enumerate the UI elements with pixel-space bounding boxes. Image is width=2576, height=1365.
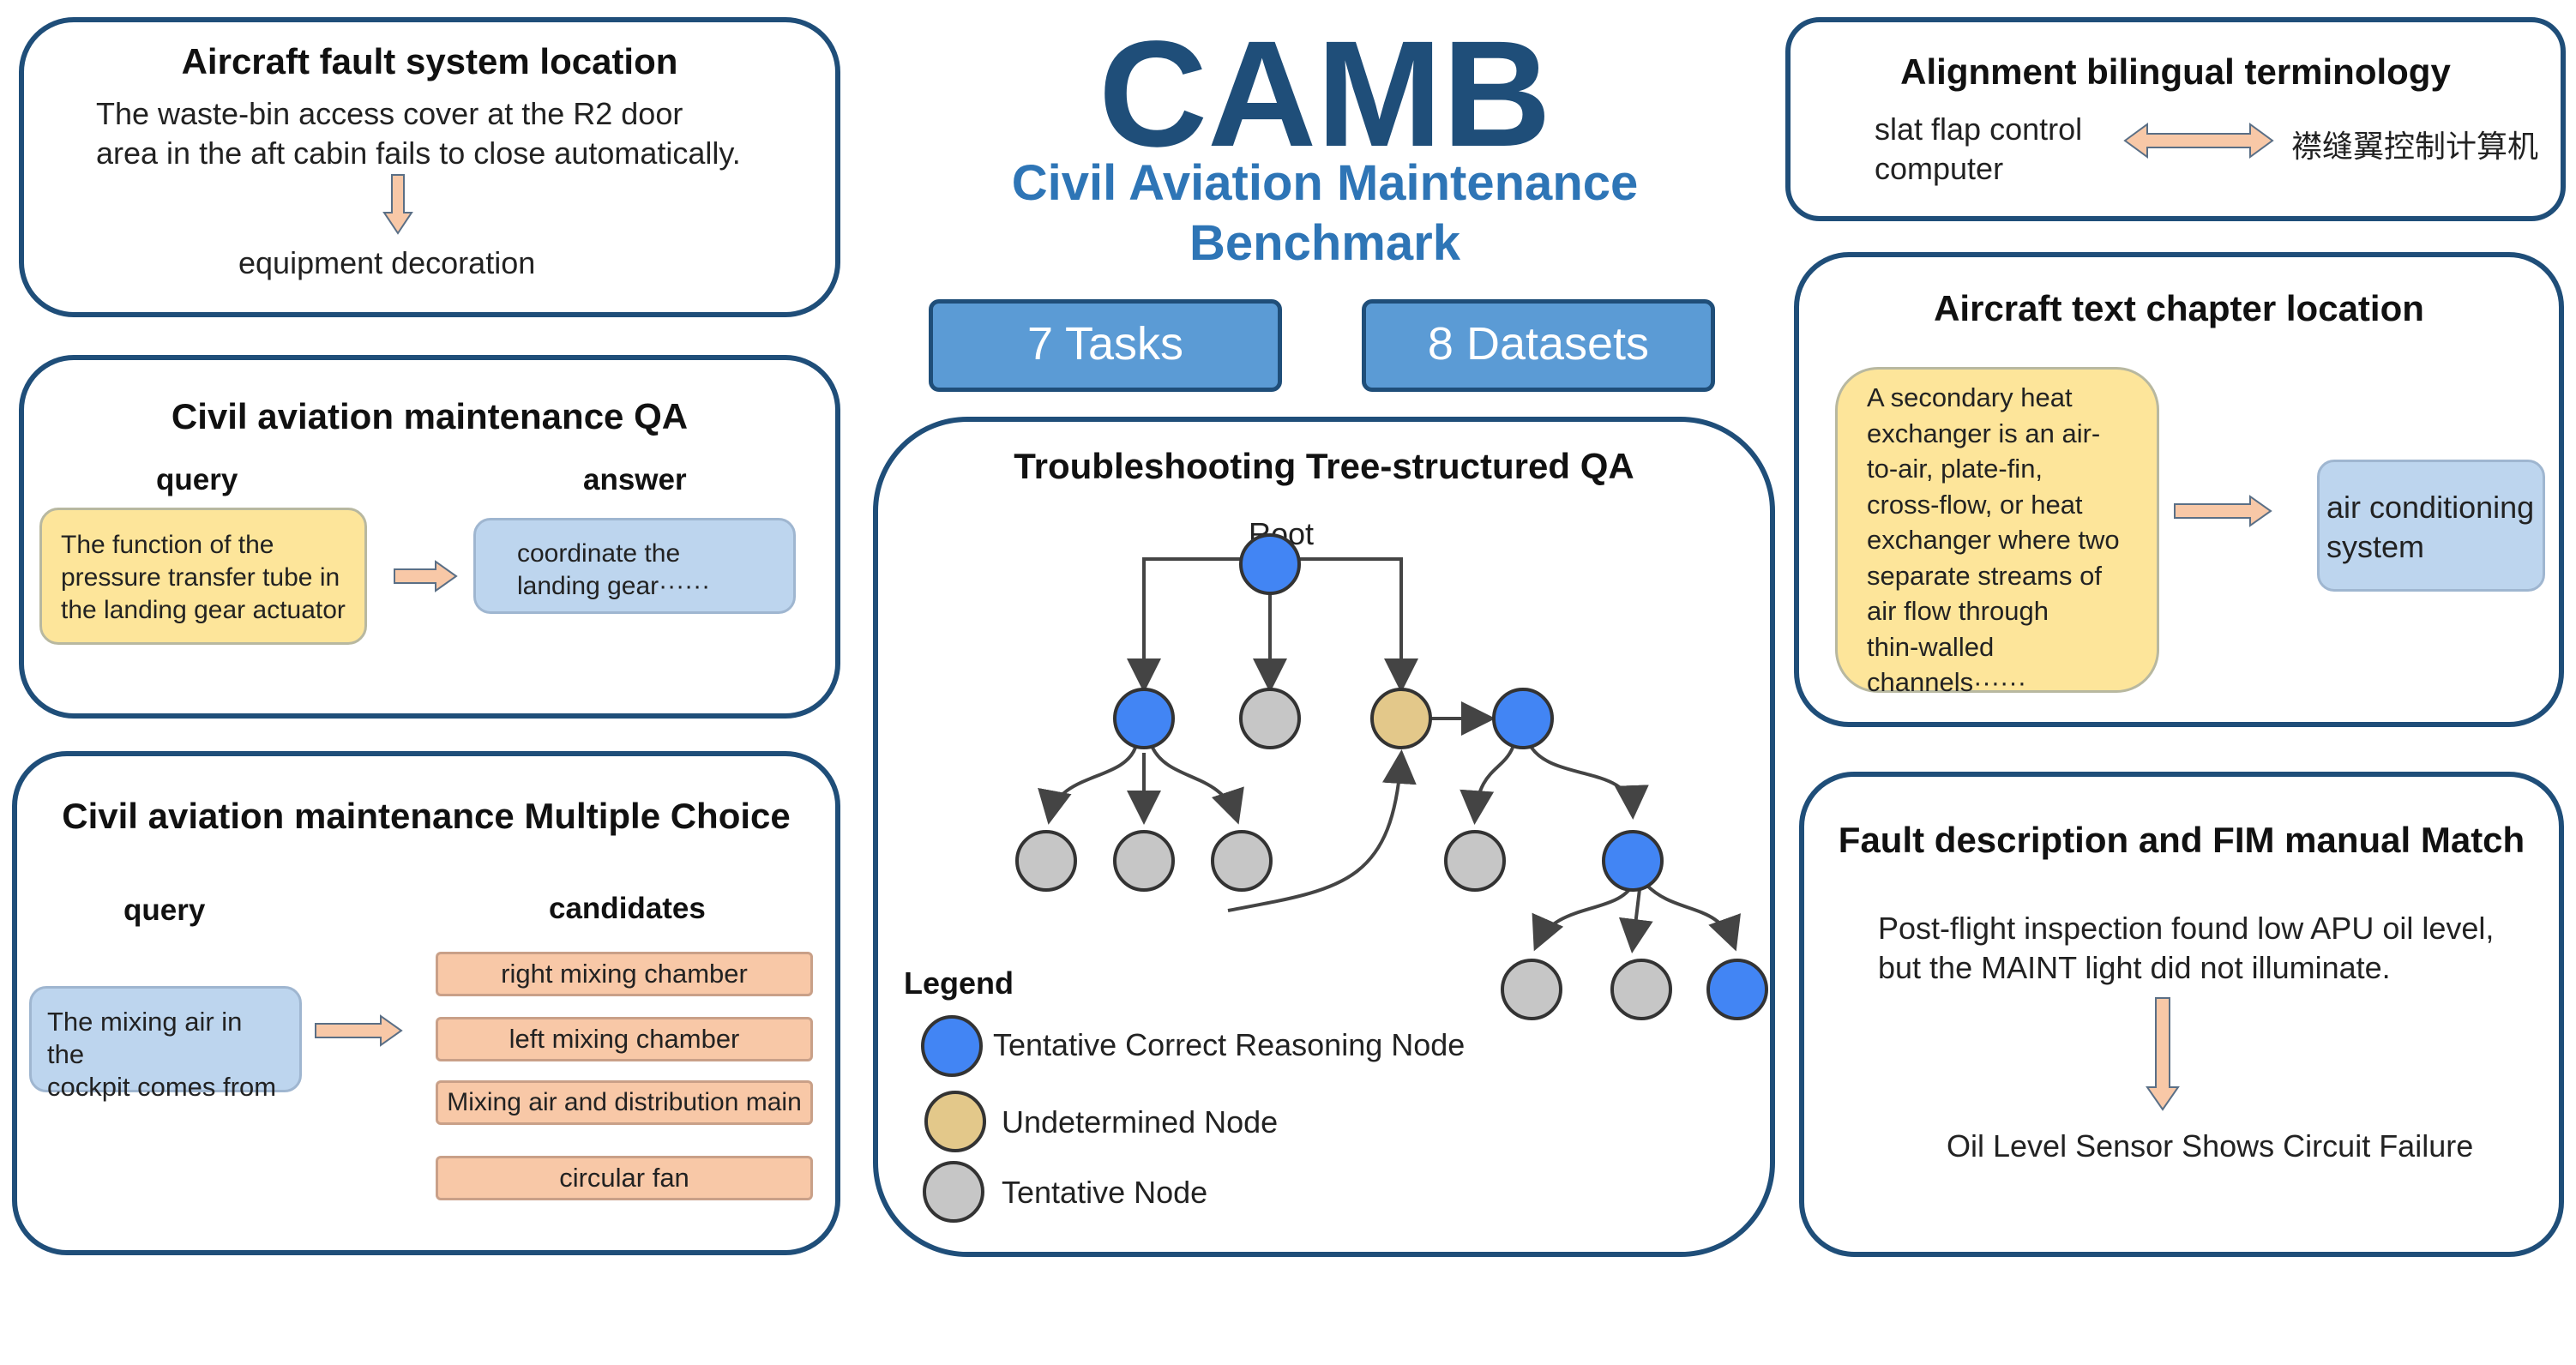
query-box: The function of the pressure transfer tu…: [39, 508, 367, 645]
right-arrow-icon: [2174, 495, 2272, 527]
text-line: exchanger is an air-: [1867, 418, 2101, 448]
fault-system-result: equipment decoration: [238, 245, 536, 280]
tree-edge: [1530, 746, 1649, 820]
panel-title: Troubleshooting Tree-structured QA: [1014, 446, 1634, 486]
candidate-option: left mixing chamber: [436, 1017, 813, 1061]
panel-chapter-location: Aircraft text chapter location A seconda…: [1794, 252, 2564, 727]
tree-node: [1370, 688, 1432, 749]
tree-node: [1239, 688, 1301, 749]
subtitle-line1: Civil Aviation Maintenance: [1011, 155, 1639, 211]
text-line: cross-flow, or heat: [1867, 489, 2083, 520]
query-line: The function of the: [61, 531, 274, 559]
tree-edge: [1645, 883, 1741, 952]
query-line: the landing gear actuator: [61, 596, 346, 624]
result-line: air conditioning: [2326, 490, 2535, 525]
fault-description-line2: but the MAINT light did not illuminate.: [1878, 950, 2391, 985]
tree-node-root: [1239, 533, 1301, 595]
candidate-option: circular fan: [436, 1156, 813, 1200]
query-box: The mixing air in the cockpit comes from: [29, 986, 302, 1102]
tree-edge: [1618, 888, 1653, 953]
tree-edge: [1127, 557, 1266, 693]
tree-node: [1113, 688, 1175, 749]
tree-edge: [1151, 747, 1244, 825]
main-title: CAMB: [1098, 10, 1551, 178]
tree-node: [1602, 830, 1664, 892]
answer-label: answer: [583, 463, 687, 496]
chinese-term: 襟缝翼控制计算机: [2291, 129, 2539, 165]
answer-box: coordinate the landing gear······: [473, 518, 796, 614]
right-arrow-icon: [394, 560, 458, 592]
legend-label-undetermined: Undetermined Node: [1002, 1104, 1279, 1140]
panel-title: Alignment bilingual terminology: [1900, 51, 2451, 92]
english-term-line2: computer: [1875, 151, 2004, 186]
down-arrow-icon: [2146, 997, 2180, 1111]
tree-node: [1706, 959, 1768, 1020]
panel-bilingual-terminology: Alignment bilingual terminology slat fla…: [1785, 17, 2566, 221]
panel-fault-system-location: Aircraft fault system location The waste…: [19, 17, 840, 317]
legend-label-correct: Tentative Correct Reasoning Node: [993, 1027, 1466, 1062]
tree-edge: [1300, 557, 1418, 693]
text-line: to-air, plate-fin,: [1867, 454, 2043, 484]
query-line: The mixing air in the: [47, 1007, 243, 1069]
text-line: channels······: [1867, 667, 2027, 697]
english-term-line1: slat flap control: [1875, 111, 2083, 147]
candidate-option: right mixing chamber: [436, 952, 813, 996]
result-line: system: [2326, 529, 2425, 564]
tree-edge: [1227, 749, 1417, 912]
query-line: cockpit comes from: [47, 1072, 277, 1102]
tree-node: [1211, 830, 1273, 892]
panel-title: Civil aviation maintenance QA: [171, 396, 689, 436]
tree-node: [1015, 830, 1077, 892]
tree-node: [1444, 830, 1506, 892]
tree-node: [1501, 959, 1562, 1020]
legend-swatch-correct: [921, 1015, 983, 1077]
panel-title: Civil aviation maintenance Multiple Choi…: [62, 796, 791, 836]
tree-edge: [1038, 747, 1137, 825]
datasets-badge: 8 Datasets: [1362, 299, 1715, 392]
panel-multiple-choice: Civil aviation maintenance Multiple Choi…: [12, 751, 840, 1255]
tree-edge: [1532, 883, 1634, 952]
candidate-option: Mixing air and distribution main: [436, 1080, 813, 1125]
text-line: thin-walled: [1867, 631, 1995, 662]
tree-node: [1492, 688, 1554, 749]
troubleshooting-tree: [921, 533, 1768, 1223]
legend-swatch-tentative: [923, 1161, 984, 1223]
panel-tree-qa: Troubleshooting Tree-structured QA Root: [873, 417, 1775, 1257]
legend-label-tentative: Tentative Node: [1002, 1175, 1208, 1210]
subtitle-line2: Benchmark: [1189, 215, 1460, 271]
text-line: A secondary heat: [1867, 382, 2073, 412]
tasks-badge: 7 Tasks: [929, 299, 1282, 392]
query-label: query: [123, 893, 206, 927]
panel-title: Fault description and FIM manual Match: [1838, 820, 2525, 860]
fault-description-line2: area in the aft cabin fails to close aut…: [96, 135, 741, 171]
text-line: separate streams of: [1867, 560, 2102, 591]
fim-result: Oil Level Sensor Shows Circuit Failure: [1947, 1128, 2474, 1164]
panel-title: Aircraft fault system location: [181, 41, 678, 81]
query-label: query: [156, 463, 238, 496]
answer-line: landing gear······: [517, 572, 711, 600]
candidates-label: candidates: [549, 892, 706, 925]
text-line: exchanger where two: [1867, 525, 2120, 555]
text-line: air flow through: [1867, 596, 2049, 626]
answer-line: coordinate the: [517, 539, 681, 568]
panel-fim-match: Fault description and FIM manual Match P…: [1799, 772, 2564, 1257]
double-arrow-icon: [2123, 123, 2274, 159]
right-arrow-icon: [315, 1014, 403, 1047]
tree-edge: [1460, 747, 1514, 825]
chapter-result-box: air conditioning system: [2317, 460, 2545, 592]
tree-node: [1610, 959, 1672, 1020]
fault-description-line1: Post-flight inspection found low APU oil…: [1878, 911, 2495, 946]
query-line: pressure transfer tube in: [61, 563, 340, 592]
down-arrow-icon: [382, 174, 413, 235]
tree-node: [1113, 830, 1175, 892]
panel-maintenance-qa: Civil aviation maintenance QA query answ…: [19, 355, 840, 719]
legend-title: Legend: [904, 965, 1014, 1001]
panel-title: Aircraft text chapter location: [1934, 288, 2424, 328]
legend-swatch-undetermined: [924, 1091, 986, 1152]
text-box: A secondary heat exchanger is an air- to…: [1835, 367, 2159, 697]
fault-description-line1: The waste-bin access cover at the R2 doo…: [96, 96, 683, 131]
